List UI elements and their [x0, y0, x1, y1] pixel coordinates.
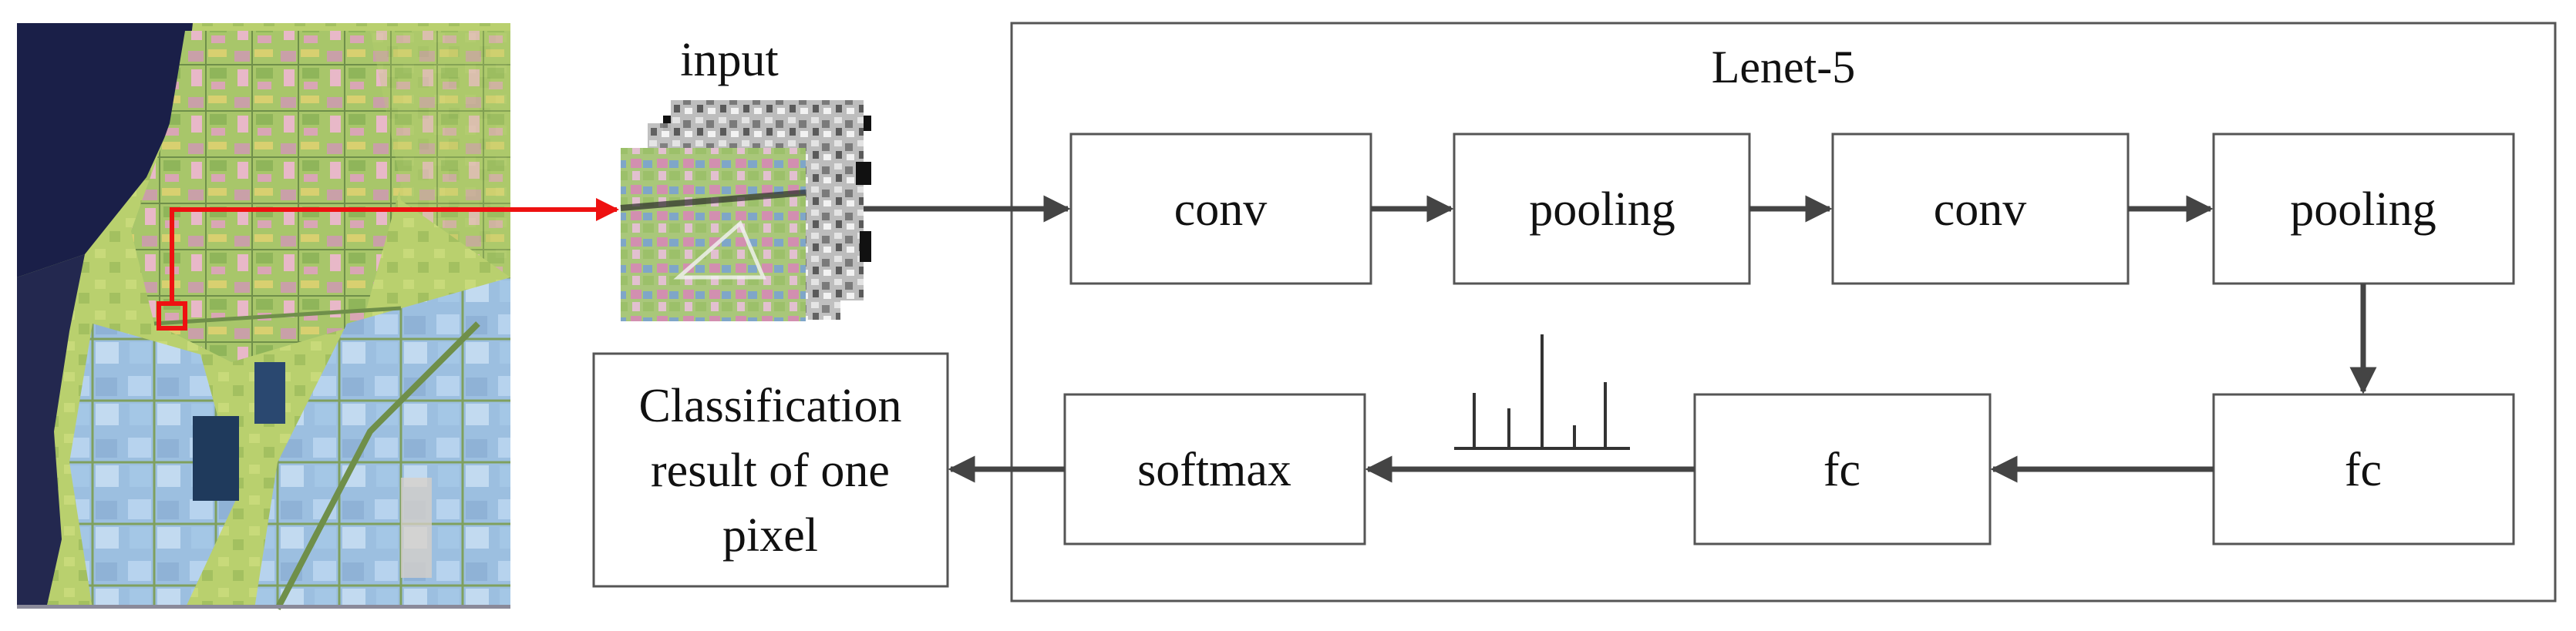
conv-layer-1: conv: [1069, 133, 1372, 285]
pixel-to-input-arrow: [170, 198, 619, 304]
pooling-layer-1: pooling: [1453, 133, 1751, 285]
lenet5-container: Lenet-5: [1010, 22, 2557, 602]
pooling-layer-2: pooling: [2212, 133, 2515, 285]
svg-text:conv: conv: [1934, 183, 2027, 236]
classification-output-box: Classification result of one pixel: [592, 352, 949, 588]
probability-distribution-icon: [1454, 334, 1630, 450]
svg-text:pooling: pooling: [1529, 183, 1675, 236]
flow-arrows: [864, 195, 2377, 483]
svg-text:pooling: pooling: [2290, 183, 2436, 236]
satellite-image: [17, 23, 510, 610]
conv-layer-2: conv: [1831, 133, 2130, 285]
input-patch-stack: [620, 100, 871, 321]
svg-text:conv: conv: [1174, 183, 1268, 236]
input-label: input: [680, 34, 778, 86]
svg-text:result of one: result of one: [651, 445, 890, 497]
svg-text:Classification: Classification: [639, 380, 902, 432]
fc-layer-2: fc: [1693, 393, 1992, 545]
container-title: Lenet-5: [1712, 42, 1856, 92]
softmax-layer: softmax: [1063, 393, 1366, 545]
svg-text:fc: fc: [2345, 444, 2382, 496]
fc-layer-1: fc: [2212, 393, 2515, 545]
svg-text:softmax: softmax: [1137, 444, 1291, 496]
svg-text:fc: fc: [1823, 444, 1860, 496]
svg-text:pixel: pixel: [722, 509, 818, 562]
